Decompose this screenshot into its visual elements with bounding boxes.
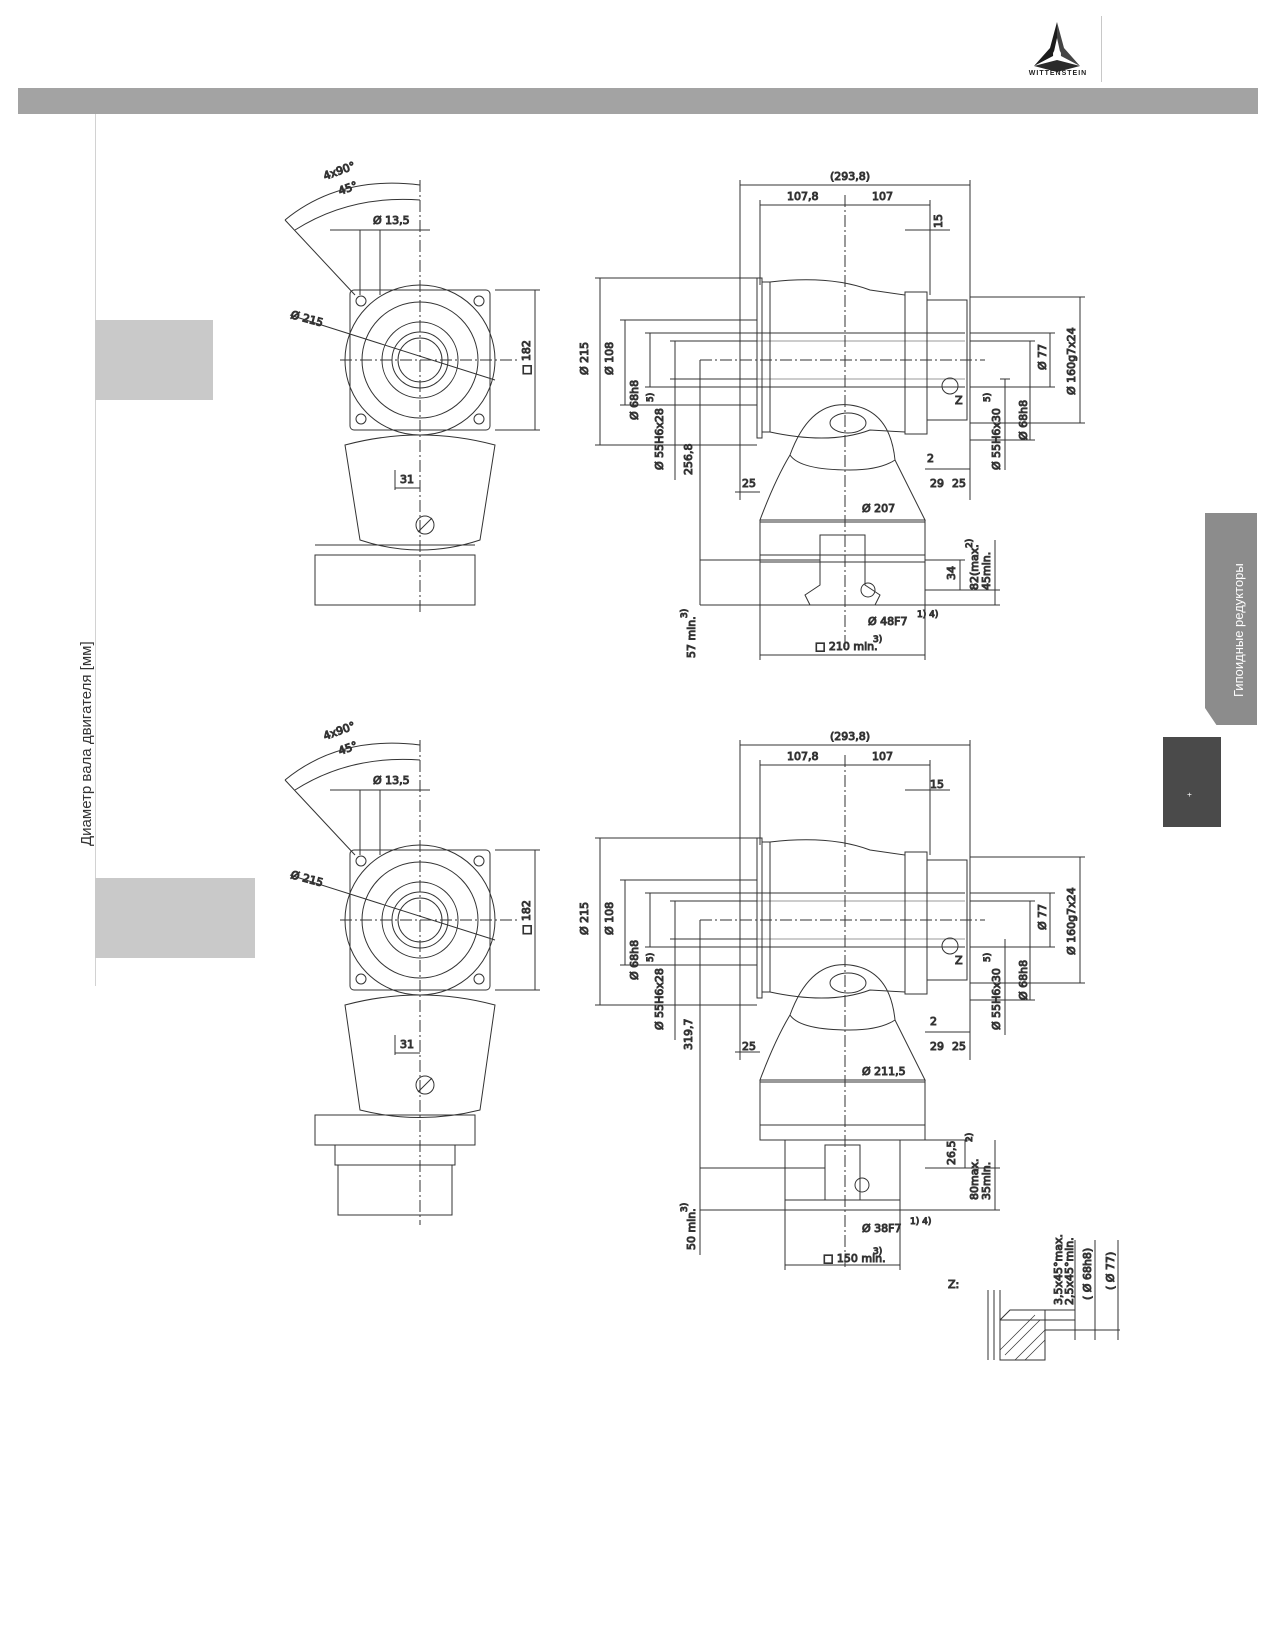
height-bottom: 319,7 bbox=[682, 1019, 695, 1051]
motor-shaft-bottom: Ø 38F7 bbox=[862, 1222, 901, 1235]
side-view-bottom bbox=[595, 740, 1085, 1270]
motor-shaft-top: Ø 48F7 bbox=[868, 615, 907, 628]
dim-29-top: 29 bbox=[930, 477, 944, 490]
bore-left-bottom: Ø 55H6x28 bbox=[653, 968, 666, 1030]
flange-width-top: 15 bbox=[932, 214, 945, 228]
dia-77-bottom: Ø 77 bbox=[1036, 904, 1049, 930]
dia-108-bottom: Ø 108 bbox=[603, 902, 616, 935]
pcd-top: Ø 215 bbox=[289, 308, 324, 329]
dim-2-bottom: 2 bbox=[930, 1015, 937, 1028]
dim-2-top: 2 bbox=[927, 452, 934, 465]
flange-width-bottom: 15 bbox=[930, 778, 944, 791]
square-min-bottom: □ 150 min. bbox=[823, 1252, 886, 1265]
dim-25-right-top: 25 bbox=[952, 477, 966, 490]
dim-25-left-bottom: 25 bbox=[742, 1040, 756, 1053]
shaft-diameter-block-2 bbox=[95, 878, 255, 958]
pcd-bottom: Ø 215 bbox=[289, 868, 324, 889]
dia-215-bottom: Ø 215 bbox=[578, 902, 591, 935]
square-min-top: □ 210 min. bbox=[815, 640, 878, 653]
min-left-note-top: 3) bbox=[680, 609, 690, 618]
z-mark-top: Z bbox=[955, 394, 963, 407]
front-view-top bbox=[284, 180, 540, 615]
right-length-bottom: 107 bbox=[872, 750, 893, 763]
tab-category[interactable]: Гипоидные редукторы bbox=[1205, 513, 1257, 725]
overall-length-top: (293,8) bbox=[830, 170, 870, 183]
dia-68h8-right-top: Ø 68h8 bbox=[1017, 400, 1030, 440]
left-length-bottom: 107,8 bbox=[787, 750, 819, 763]
dia-160-top: Ø 160g7x24 bbox=[1065, 327, 1078, 395]
left-rule bbox=[95, 114, 96, 986]
detail-dia-77: ( Ø 77) bbox=[1104, 1252, 1117, 1290]
angle-inner-bottom: 45° bbox=[337, 739, 360, 758]
dia-77-top: Ø 77 bbox=[1036, 344, 1049, 370]
dim-26-bottom: 26,5 bbox=[945, 1141, 958, 1166]
overall-length-bottom: (293,8) bbox=[830, 730, 870, 743]
square-min-note-top: 3) bbox=[873, 635, 882, 645]
dia-68h8-right-bottom: Ø 68h8 bbox=[1017, 960, 1030, 1000]
bore-right-top: Ø 55H6x30 bbox=[990, 408, 1003, 470]
dim-25-left-top: 25 bbox=[742, 477, 756, 490]
hole-dia-top: Ø 13,5 bbox=[373, 214, 410, 227]
bore-right-note-bottom: 5) bbox=[983, 953, 993, 962]
hole-dia-bottom: Ø 13,5 bbox=[373, 774, 410, 787]
min-len-bottom: 35min. bbox=[980, 1162, 993, 1200]
dia-160-bottom: Ø 160g7x24 bbox=[1065, 887, 1078, 955]
adapter-dia-bottom: Ø 211,5 bbox=[862, 1065, 906, 1078]
dia-108-top: Ø 108 bbox=[603, 342, 616, 375]
tab-product[interactable]: HG+ bbox=[1163, 737, 1245, 827]
min-left-bottom: 50 min. bbox=[685, 1208, 698, 1250]
right-length-top: 107 bbox=[872, 190, 893, 203]
height-top: 256,8 bbox=[682, 444, 695, 476]
chamfer-min: 2,5x45°min. bbox=[1063, 1237, 1076, 1305]
square-min-note-bottom: 3) bbox=[873, 1247, 882, 1257]
brand-name: WITTENSTEIN bbox=[1028, 70, 1088, 77]
left-length-top: 107,8 bbox=[787, 190, 819, 203]
shaft-diameter-block-1 bbox=[95, 320, 213, 400]
header-bar bbox=[18, 88, 1258, 114]
dia-215-top: Ø 215 bbox=[578, 342, 591, 375]
max-note-bottom: 2) bbox=[965, 1133, 975, 1142]
bore-left-note-top: 5) bbox=[646, 393, 656, 402]
detail-dia-68: ( Ø 68h8) bbox=[1081, 1248, 1094, 1300]
max-note-top: 2) bbox=[965, 539, 975, 548]
dia-68h8-left-bottom: Ø 68h8 bbox=[628, 940, 641, 980]
wittenstein-logo bbox=[1034, 22, 1080, 72]
bore-right-note-top: 5) bbox=[983, 393, 993, 402]
side-view-top bbox=[595, 180, 1085, 660]
bore-right-bottom: Ø 55H6x30 bbox=[990, 968, 1003, 1030]
offset-bottom: 31 bbox=[400, 1038, 414, 1051]
motor-shaft-note-bottom: 1) 4) bbox=[910, 1217, 931, 1227]
min-left-top: 57 min. bbox=[685, 616, 698, 658]
dia-68h8-left-top: Ø 68h8 bbox=[628, 380, 641, 420]
angle-inner-top: 45° bbox=[337, 179, 360, 198]
logo-divider bbox=[1101, 16, 1102, 82]
front-view-bottom bbox=[284, 740, 540, 1225]
square-top: □ 182 bbox=[520, 340, 533, 375]
z-mark-bottom: Z bbox=[955, 954, 963, 967]
min-len-top: 45min. bbox=[980, 552, 993, 590]
offset-top: 31 bbox=[400, 473, 414, 486]
chamfer-max: 3,5x45°max. bbox=[1052, 1234, 1065, 1305]
dim-29-bottom: 29 bbox=[930, 1040, 944, 1053]
bore-left-top: Ø 55H6x28 bbox=[653, 408, 666, 470]
dim-34-top: 34 bbox=[945, 566, 958, 580]
adapter-dia-top: Ø 207 bbox=[862, 502, 895, 515]
motor-shaft-note-top: 1) 4) bbox=[917, 610, 938, 620]
detail-z bbox=[987, 1240, 1120, 1361]
detail-z-label: Z: bbox=[948, 1278, 959, 1291]
max-len-bottom: 80max. bbox=[968, 1159, 981, 1200]
min-left-note-bottom: 3) bbox=[680, 1203, 690, 1212]
bore-left-note-bottom: 5) bbox=[646, 953, 656, 962]
max-len-top: 82(max. bbox=[968, 544, 981, 590]
square-bottom: □ 182 bbox=[520, 900, 533, 935]
dim-25-right-bottom: 25 bbox=[952, 1040, 966, 1053]
